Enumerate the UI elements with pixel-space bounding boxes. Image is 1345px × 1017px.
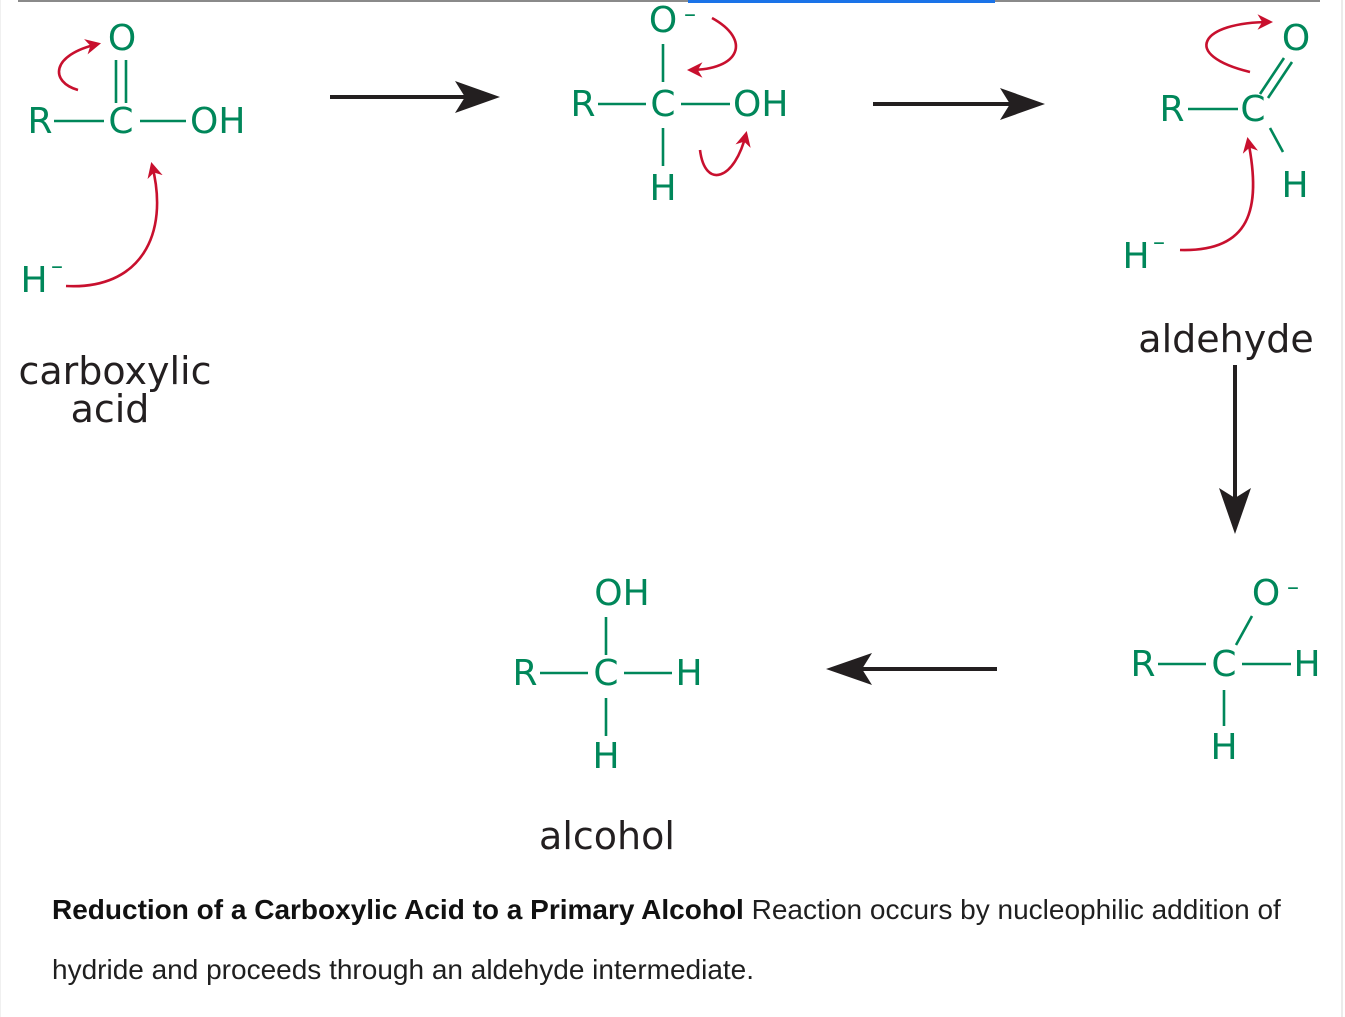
- top-accent-bar: [688, 0, 995, 3]
- carboxylic-acid-structure: O R C OH H –: [20, 18, 245, 301]
- alkoxide-structure: O – R C H H: [1130, 573, 1320, 768]
- hydride-attack-arrow: [1179, 136, 1259, 252]
- oxide-oxygen: O: [649, 0, 677, 41]
- reaction-arrow-4: [826, 653, 997, 685]
- hydride: H: [20, 260, 47, 301]
- reaction-arrow-2: [873, 88, 1045, 120]
- caption-text: Reaction occurs by nucleophilic addition…: [52, 894, 1281, 985]
- c-h-bond: [1268, 127, 1285, 153]
- carbon: C: [650, 84, 675, 125]
- hydrogen-right: H: [675, 653, 702, 694]
- hydrogen: H: [1281, 165, 1308, 206]
- electron-return-arrow: [686, 16, 738, 78]
- tetrahedral-intermediate: O – R C OH H: [570, 0, 788, 209]
- reaction-arrow-1: [330, 81, 500, 113]
- hydride-charge: –: [1153, 228, 1165, 256]
- pi-bond-arrow: [1205, 14, 1274, 74]
- hydroxyl: OH: [190, 101, 245, 142]
- c-o-bond: [1234, 615, 1254, 646]
- double-bond-right: [1266, 61, 1294, 99]
- oxide-oxygen: O: [1252, 573, 1280, 614]
- hydroxyl: OH: [594, 573, 649, 614]
- carbonyl-oxygen: O: [1282, 18, 1310, 59]
- pi-bond-arrow: [57, 39, 102, 92]
- caption-title: Reduction of a Carboxylic Acid to a Prim…: [52, 894, 744, 925]
- carboxylic-label-line1: carboxylic: [19, 349, 212, 393]
- carbon: C: [1240, 89, 1265, 130]
- aldehyde-structure: O R C H H –: [1122, 14, 1310, 277]
- r-group: R: [512, 653, 537, 694]
- hydroxyl: OH: [733, 84, 788, 125]
- r-group: R: [1159, 89, 1184, 130]
- aldehyde-label: aldehyde: [1138, 317, 1313, 361]
- carboxylic-label-line2: acid: [71, 387, 150, 431]
- double-bond-left: [1258, 57, 1286, 95]
- left-border: [0, 0, 1, 1017]
- carbon: C: [108, 101, 133, 142]
- hydrogen-bottom: H: [592, 736, 619, 777]
- hydride-attack-arrow: [65, 161, 163, 288]
- hydrogen-right: H: [1293, 644, 1320, 685]
- alcohol-label: alcohol: [539, 814, 675, 858]
- hydride: H: [1122, 236, 1149, 277]
- alcohol-structure: OH R C H H: [512, 573, 702, 777]
- reaction-arrow-3: [1219, 365, 1251, 534]
- leaving-group-arrow: [698, 130, 751, 177]
- oxide-charge: –: [1287, 573, 1299, 601]
- scrollbar-track[interactable]: [1341, 0, 1343, 1017]
- hydrogen: H: [649, 168, 676, 209]
- hydride-charge: –: [51, 252, 63, 280]
- carbonyl-oxygen: O: [108, 18, 136, 59]
- r-group: R: [570, 84, 595, 125]
- oxide-charge: –: [684, 0, 696, 28]
- r-group: R: [27, 101, 52, 142]
- carbon: C: [1211, 644, 1236, 685]
- carbon: C: [593, 653, 618, 694]
- r-group: R: [1130, 644, 1155, 685]
- hydrogen-bottom: H: [1210, 727, 1237, 768]
- figure-caption: Reduction of a Carboxylic Acid to a Prim…: [52, 880, 1282, 1000]
- top-border: [18, 0, 1320, 2]
- reaction-scheme: O R C OH H – carboxylic acid O – R C OH …: [19, 0, 1321, 858]
